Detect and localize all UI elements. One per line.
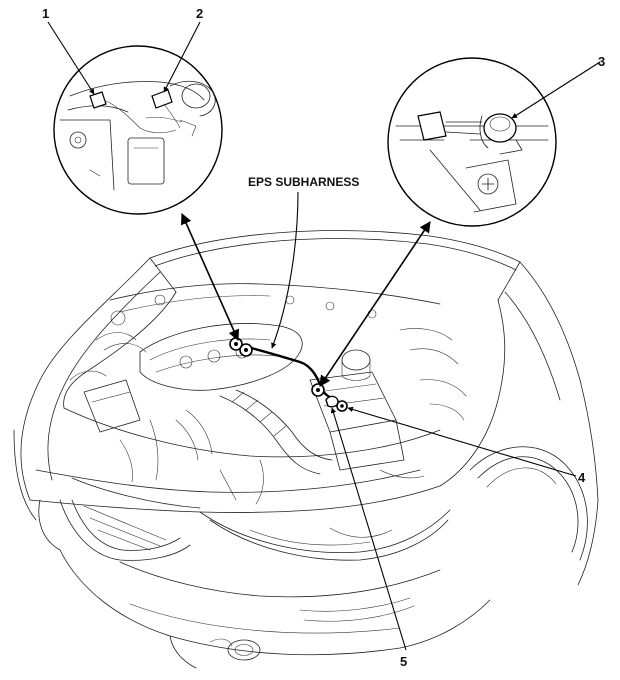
callout-5-label: 5 <box>400 654 407 669</box>
callout-4-label: 4 <box>578 470 586 485</box>
callout-2-leader <box>163 21 201 93</box>
arrow-right-detail <box>319 221 431 387</box>
harness-clamp <box>325 395 339 408</box>
detail-view-left <box>53 45 223 215</box>
detail-view-right <box>387 57 557 227</box>
callout-1-leader <box>47 21 95 95</box>
connector-2-shape <box>151 89 173 109</box>
labels: 1 2 3 4 5 EPS SUBHARNESS <box>42 6 605 669</box>
callout-3-leader <box>511 61 601 119</box>
eps-subharness-label: EPS SUBHARNESS <box>248 175 359 189</box>
callout-4-leader <box>347 406 577 477</box>
eps-subharness <box>229 337 348 412</box>
eps-leader <box>271 191 299 349</box>
engine-detail <box>69 283 467 505</box>
battery-post <box>483 113 517 143</box>
callout-1-label: 1 <box>42 6 49 21</box>
car-body <box>13 230 599 669</box>
callout-2-label: 2 <box>196 6 203 21</box>
callout-5-leader <box>330 407 407 651</box>
arrow-left-detail <box>180 212 240 342</box>
leader-lines <box>47 21 601 651</box>
connector-1-shape <box>89 91 107 109</box>
callout-3-label: 3 <box>598 54 605 69</box>
